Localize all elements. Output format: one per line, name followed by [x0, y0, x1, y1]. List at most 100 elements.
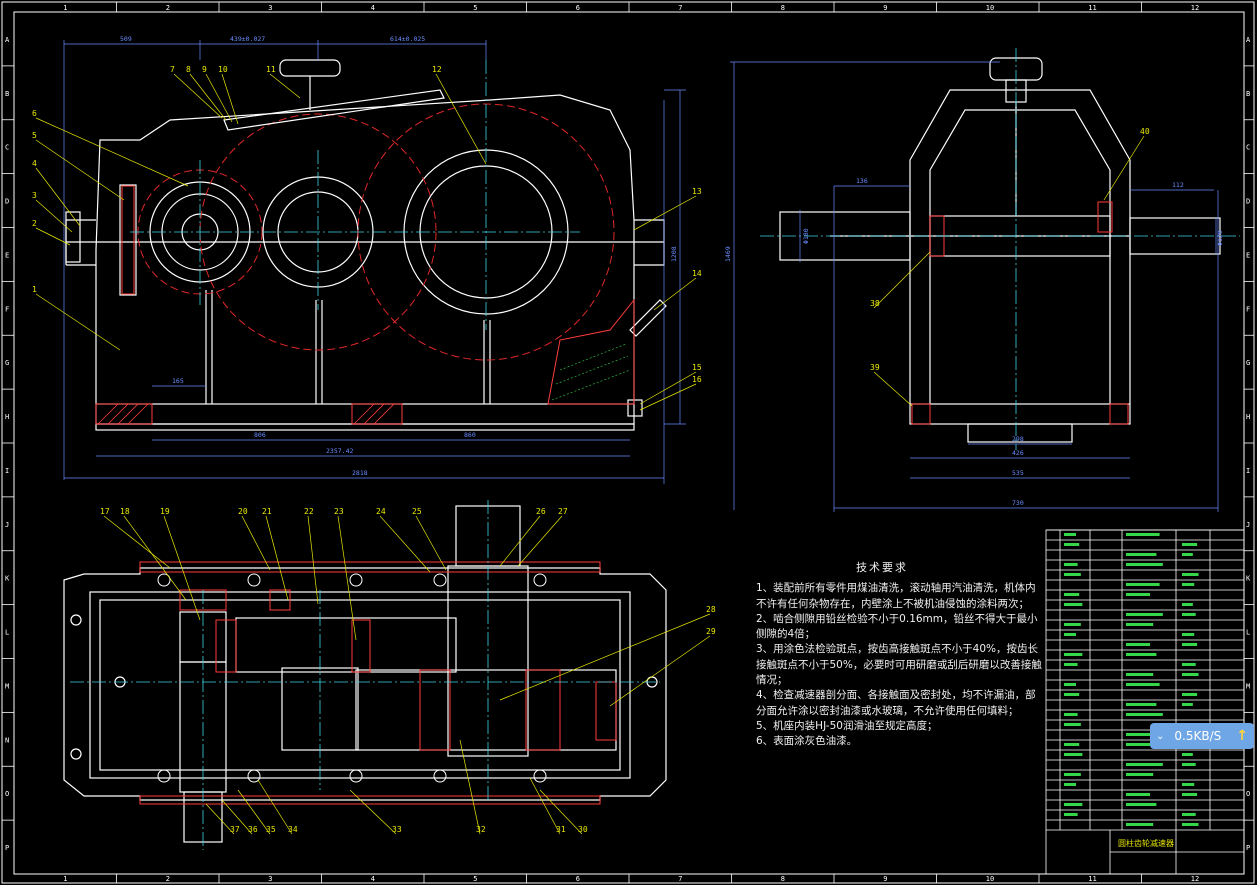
callout-30: 30 [578, 825, 588, 834]
grid-col-label: 1 [63, 875, 67, 883]
bom-cell-mark [1182, 643, 1198, 646]
bom-cell-mark [1126, 793, 1150, 796]
bom-cell-mark [1182, 823, 1199, 826]
bom-cell-mark [1126, 733, 1160, 736]
grid-col-label: 9 [883, 875, 887, 883]
network-speed-badge[interactable]: ⌄ 0.5KB/S ↑ [1150, 723, 1254, 749]
grid-row-label: M [5, 682, 9, 690]
bom-cell-mark [1126, 563, 1163, 566]
bom-cell-mark [1126, 673, 1154, 676]
plan-view [63, 505, 667, 843]
svg-text:Φ120: Φ120 [1216, 230, 1224, 246]
grid-col-label: 12 [1191, 875, 1199, 883]
bill-of-materials-cells [1064, 533, 1199, 826]
plan-view-centerlines [70, 500, 660, 850]
grid-col-label: 8 [781, 4, 785, 12]
chevron-down-icon[interactable]: ⌄ [1156, 730, 1165, 742]
note-line-5: 5、机座内装HJ-50润滑油至规定高度； [756, 719, 938, 732]
bom-cell-mark [1064, 683, 1076, 686]
callout-16: 16 [692, 375, 702, 384]
bom-cell-mark [1064, 603, 1083, 606]
grid-row-label: H [1246, 413, 1250, 421]
bom-cell-mark [1064, 743, 1080, 746]
bom-cell-mark [1182, 693, 1198, 696]
bom-cell-mark [1182, 793, 1198, 796]
svg-text:112: 112 [1172, 181, 1184, 189]
bom-cell-mark [1064, 563, 1078, 566]
grid-row-label: A [5, 36, 10, 44]
grid-row-label: O [5, 790, 9, 798]
grid-col-label: 2 [166, 4, 170, 12]
technical-notes: 技术要求 1、装配前所有零件用煤油清洗，滚动轴用汽油清洗，机体内 不许有任何杂物… [756, 560, 1046, 750]
svg-text:2818: 2818 [352, 469, 368, 477]
grid-col-label: 7 [678, 4, 682, 12]
note-line-3: 3、用涂色法检验斑点，按齿高接触斑点不小于40%，按齿长接触斑点不小于50%，必… [756, 643, 1042, 687]
grid-col-label: 7 [678, 875, 682, 883]
bom-cell-mark [1064, 773, 1081, 776]
callout-18: 18 [120, 507, 130, 516]
bom-cell-mark [1126, 583, 1160, 586]
bom-cell-mark [1126, 553, 1157, 556]
grid-col-label: 1 [63, 4, 67, 12]
callout-31: 31 [556, 825, 566, 834]
grid-col-label: 12 [1191, 4, 1199, 12]
grid-col-label: 2 [166, 875, 170, 883]
svg-text:614±0.025: 614±0.025 [390, 35, 425, 43]
bom-cell-mark [1126, 533, 1160, 536]
title-block [1045, 529, 1245, 875]
callout-24: 24 [376, 507, 386, 516]
grid-row-label: E [5, 251, 9, 259]
grid-row-label: B [5, 90, 9, 98]
side-view-dim-text: 136 112 1469 Φ180 Φ120 298 426 535 730 [724, 177, 1224, 507]
grid-col-label: 6 [576, 4, 580, 12]
bom-cell-mark [1126, 823, 1154, 826]
bom-cell-mark [1182, 553, 1193, 556]
svg-text:136: 136 [856, 177, 868, 185]
grid-col-label: 10 [986, 4, 994, 12]
callout-21: 21 [262, 507, 272, 516]
bom-cell-mark [1126, 593, 1150, 596]
callout-23: 23 [334, 507, 344, 516]
grid-row-label: G [1246, 359, 1250, 367]
svg-text:535: 535 [1012, 469, 1024, 477]
bom-cell-mark [1064, 533, 1076, 536]
bom-cell-mark [1126, 653, 1157, 656]
grid-row-label: P [1246, 844, 1250, 852]
grid-row-label: J [1246, 521, 1250, 529]
grid-col-label: 11 [1088, 4, 1096, 12]
callout-29: 29 [706, 627, 716, 636]
svg-text:Φ180: Φ180 [802, 228, 810, 244]
callout-20: 20 [238, 507, 248, 516]
callout-38: 38 [870, 299, 880, 308]
bom-cell-mark [1182, 543, 1198, 546]
side-view [779, 57, 1221, 443]
callout-37: 37 [230, 825, 240, 834]
callout-11: 11 [266, 65, 276, 74]
grid-row-label: H [5, 413, 9, 421]
bom-cell-mark [1064, 813, 1078, 816]
grid-row-label: A [1246, 36, 1251, 44]
bom-cell-mark [1126, 763, 1163, 766]
bom-cell-mark [1126, 643, 1150, 646]
bom-cell-mark [1064, 633, 1076, 636]
callout-25: 25 [412, 507, 422, 516]
bom-cell-mark [1126, 623, 1154, 626]
callout-1: 1 [32, 285, 37, 294]
bom-cell-mark [1182, 783, 1195, 786]
callout-6: 6 [32, 109, 37, 118]
bom-cell-mark [1182, 813, 1196, 816]
svg-text:1469: 1469 [724, 246, 732, 262]
network-speed-value: 0.5KB/S [1174, 729, 1222, 743]
note-line-6: 6、表面涂灰色油漆。 [756, 735, 858, 748]
svg-text:860: 860 [464, 431, 476, 439]
callout-3: 3 [32, 191, 37, 200]
bom-cell-mark [1182, 703, 1193, 706]
callout-33: 33 [392, 825, 402, 834]
callout-27: 27 [558, 507, 568, 516]
grid-col-label: 3 [268, 4, 272, 12]
bom-cell-mark [1064, 653, 1083, 656]
callout-34: 34 [288, 825, 298, 834]
